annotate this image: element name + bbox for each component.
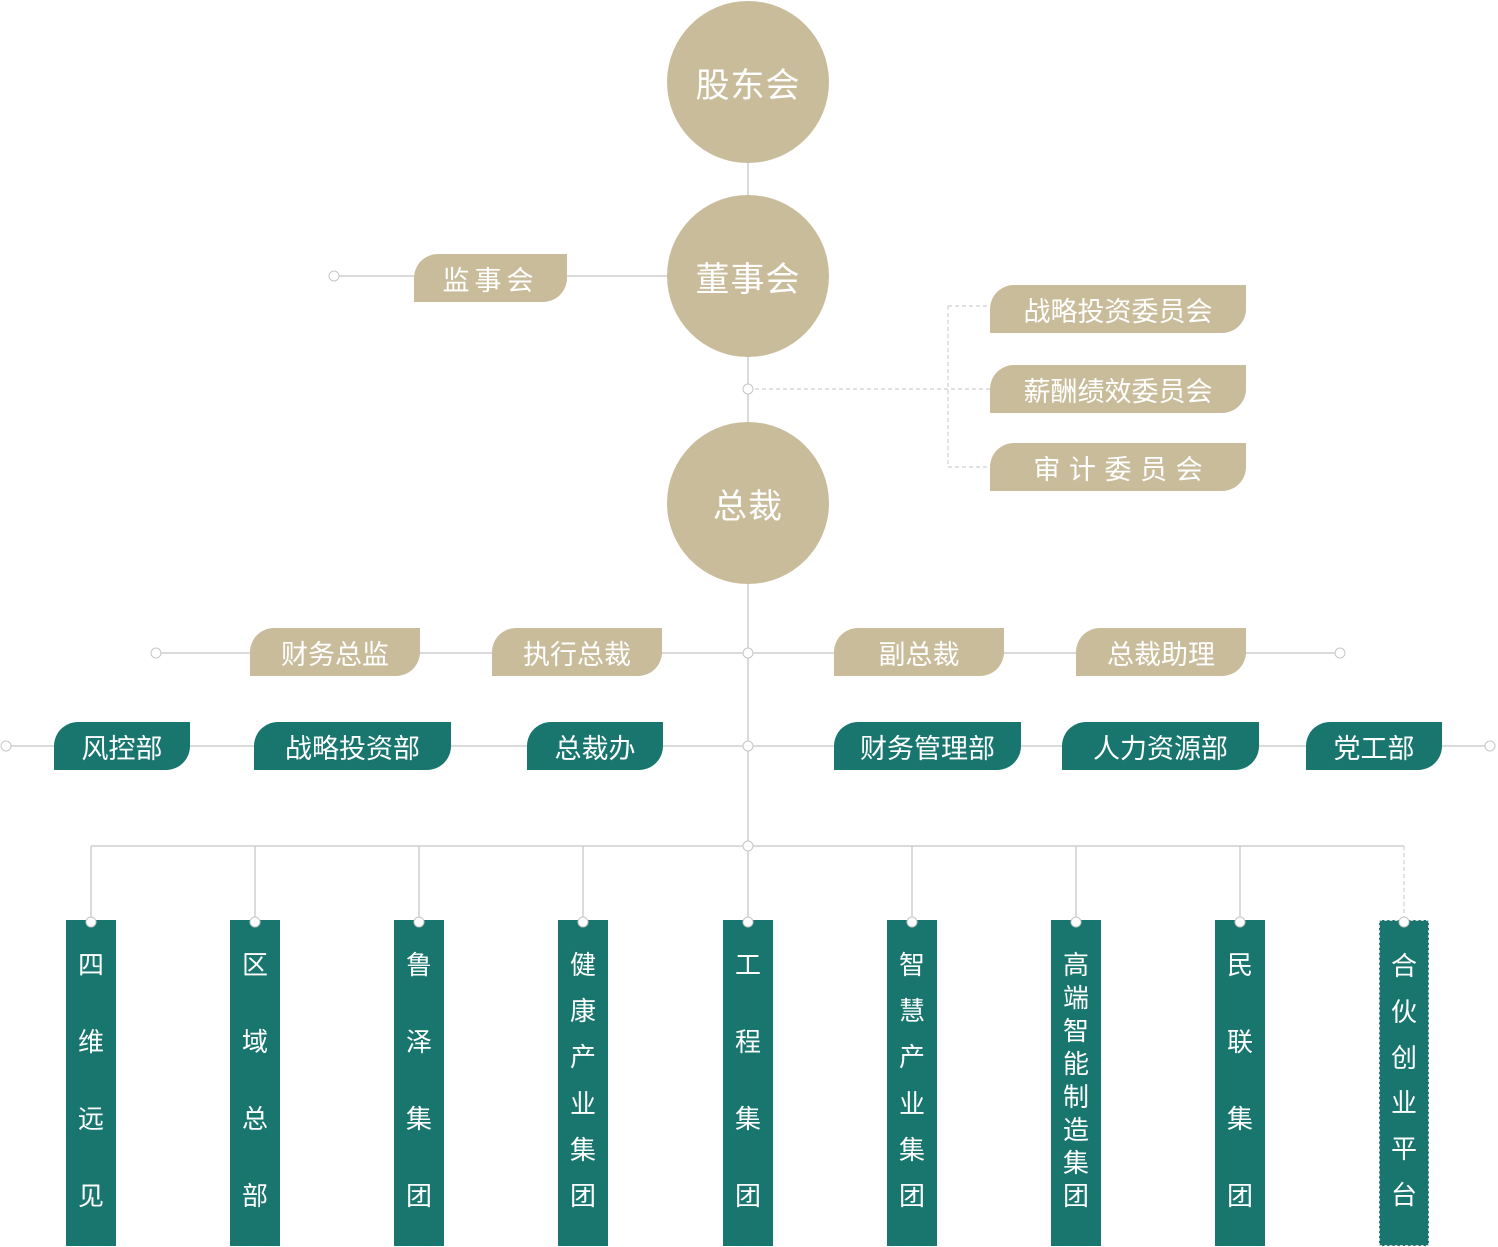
group-smart-industry: 智慧产业集团 [887, 920, 937, 1246]
junction-dot [742, 383, 754, 395]
shareholders-node: 股东会 [667, 1, 829, 163]
junction-dot [413, 916, 425, 928]
committee-audit: 审 计 委 员 会 [990, 443, 1246, 491]
committee-compensation: 薪酬绩效委员会 [990, 365, 1246, 413]
group-regional-hq: 区域总部 [230, 920, 280, 1246]
dept-party-affairs: 党工部 [1306, 722, 1442, 770]
junction-dot [742, 916, 754, 928]
junction-dot [1484, 740, 1496, 752]
supervisors-tag: 监事会 [414, 254, 567, 302]
group-high-end-manufacturing: 高端智能制造集团 [1051, 920, 1101, 1246]
junction-dot [1234, 916, 1246, 928]
junction-dot [1398, 916, 1410, 928]
group-siwei-yuanjian: 四维远见 [66, 920, 116, 1246]
exec-president-assistant: 总裁助理 [1076, 628, 1246, 676]
group-partnership-platform: 合伙创业平台 [1379, 920, 1429, 1246]
junction-dot [577, 916, 589, 928]
group-health-industry: 健康产业集团 [558, 920, 608, 1246]
dept-strategic-investment: 战略投资部 [254, 722, 451, 770]
junction-dot [742, 840, 754, 852]
exec-executive-president: 执行总裁 [492, 628, 662, 676]
junction-dot [249, 916, 261, 928]
board-node: 董事会 [667, 195, 829, 357]
dept-risk-control: 风控部 [54, 722, 190, 770]
president-node: 总裁 [667, 422, 829, 584]
exec-cfo: 财务总监 [250, 628, 420, 676]
group-minlian: 民联集团 [1215, 920, 1265, 1246]
dept-finance-management: 财务管理部 [834, 722, 1021, 770]
group-luze: 鲁泽集团 [394, 920, 444, 1246]
junction-dot [0, 740, 12, 752]
exec-vice-president: 副总裁 [834, 628, 1004, 676]
dept-president-office: 总裁办 [527, 722, 663, 770]
junction-dot [742, 740, 754, 752]
junction-dot [742, 647, 754, 659]
junction-dot [906, 916, 918, 928]
junction-dot [1070, 916, 1082, 928]
committee-strategy: 战略投资委员会 [990, 285, 1246, 333]
junction-dot [150, 647, 162, 659]
junction-dot [85, 916, 97, 928]
dept-human-resources: 人力资源部 [1062, 722, 1259, 770]
junction-dot [1334, 647, 1346, 659]
junction-dot [328, 270, 340, 282]
group-engineering: 工程集团 [723, 920, 773, 1246]
